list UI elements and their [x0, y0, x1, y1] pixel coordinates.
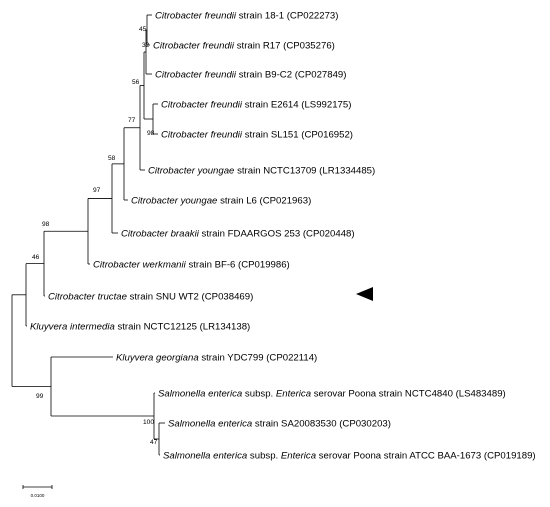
leaf-strain-text: serovar Poona strain NCTC4840 (LS483489)	[311, 388, 506, 399]
bootstrap-value: 98	[147, 130, 155, 137]
leaf-species-name: Citrobacter youngae	[148, 165, 234, 176]
leaf-species-name: Kluyvera georgiana	[116, 352, 199, 363]
leaf-species-name: Citrobacter tructae	[48, 291, 127, 302]
leaf-species-name: Citrobacter freundii	[155, 10, 237, 21]
leaf-label: Citrobacter freundii strain B9-C2 (CP027…	[155, 69, 346, 80]
bootstrap-value: 47	[150, 439, 158, 446]
leaf-labels: Citrobacter freundii strain 18-1 (CP0222…	[30, 10, 536, 461]
leaf-strain-text: subsp.	[242, 388, 276, 399]
leaf-strain-text: subsp.	[247, 450, 281, 461]
leaf-label: Kluyvera georgiana strain YDC799 (CP0221…	[116, 352, 317, 363]
leaf-species-name: Enterica	[276, 388, 311, 399]
scale-bar-label: 0.0100	[31, 493, 45, 498]
bootstrap-value: 97	[93, 187, 101, 194]
leaf-strain-text: serovar Poona strain ATCC BAA-1673 (CP01…	[316, 450, 536, 461]
leaf-strain-text: strain L6 (CP021963)	[217, 195, 311, 206]
leaf-species-name: Kluyvera intermedia	[30, 321, 115, 332]
leaf-species-name: Salmonella enterica	[168, 418, 252, 429]
bootstrap-value: 58	[108, 155, 116, 162]
leaf-strain-text: strain R17 (CP035276)	[234, 40, 335, 51]
leaf-species-name: Citrobacter freundii	[161, 129, 243, 140]
leaf-label: Salmonella enterica subsp. Enterica sero…	[163, 450, 536, 461]
bootstrap-value: 100	[143, 419, 154, 426]
leaf-label: Salmonella enterica subsp. Enterica sero…	[158, 388, 506, 399]
scale-bar: 0.0100	[22, 485, 53, 498]
leaf-species-name: Citrobacter werkmanii	[93, 259, 187, 270]
leaf-label: Citrobacter youngae strain NCTC13709 (LR…	[148, 165, 375, 176]
leaf-strain-text: strain 18-1 (CP022273)	[236, 10, 338, 21]
leaf-strain-text: strain B9-C2 (CP027849)	[236, 69, 346, 80]
leaf-strain-text: strain BF-6 (CP019986)	[186, 259, 290, 270]
leaf-species-name: Citrobacter freundii	[153, 40, 235, 51]
leaf-strain-text: strain E2614 (LS992175)	[242, 99, 351, 110]
leaf-strain-text: strain SL151 (CP016952)	[242, 129, 353, 140]
leaf-label: Citrobacter freundii strain R17 (CP03527…	[153, 40, 335, 51]
leaf-label: Citrobacter tructae strain SNU WT2 (CP03…	[48, 291, 253, 302]
leaf-species-name: Salmonella enterica	[163, 450, 247, 461]
bootstrap-value: 98	[42, 221, 50, 228]
leaf-strain-text: strain FDAARGOS 253 (CP020448)	[199, 228, 355, 239]
leaf-strain-text: strain SNU WT2 (CP038469)	[127, 291, 253, 302]
bootstrap-value: 56	[132, 79, 140, 86]
leaf-strain-text: strain YDC799 (CP022114)	[199, 352, 318, 363]
leaf-label: Citrobacter freundii strain SL151 (CP016…	[161, 129, 353, 140]
leaf-label: Citrobacter youngae strain L6 (CP021963)	[131, 195, 311, 206]
leaf-strain-text: strain SA20083530 (CP030203)	[252, 418, 391, 429]
leaf-label: Citrobacter freundii strain 18-1 (CP0222…	[155, 10, 338, 21]
bootstrap-value: 32	[142, 42, 150, 49]
leaf-species-name: Citrobacter braakii	[121, 228, 200, 239]
bootstrap-value: 99	[36, 393, 44, 400]
leaf-species-name: Enterica	[281, 450, 316, 461]
highlight-arrow-icon	[356, 287, 373, 301]
leaf-species-name: Salmonella enterica	[158, 388, 242, 399]
bootstrap-value: 45	[139, 26, 147, 33]
leaf-species-name: Citrobacter freundii	[161, 99, 243, 110]
leaf-species-name: Citrobacter freundii	[155, 69, 237, 80]
leaf-label: Citrobacter braakii strain FDAARGOS 253 …	[121, 228, 355, 239]
leaf-label: Kluyvera intermedia strain NCTC12125 (LR…	[30, 321, 250, 332]
leaf-label: Salmonella enterica strain SA20083530 (C…	[168, 418, 391, 429]
leaf-label: Citrobacter freundii strain E2614 (LS992…	[161, 99, 351, 110]
leaf-strain-text: strain NCTC12125 (LR134138)	[115, 321, 250, 332]
bootstrap-value: 46	[32, 254, 40, 261]
leaf-label: Citrobacter werkmanii strain BF-6 (CP019…	[93, 259, 290, 270]
tree-branches	[11, 14, 165, 456]
bootstrap-values: 45 32 56 98 77 58 97 98 46 99 100 47	[32, 26, 158, 446]
bootstrap-value: 77	[128, 117, 136, 124]
leaf-species-name: Citrobacter youngae	[131, 195, 217, 206]
leaf-strain-text: strain NCTC13709 (LR1334485)	[234, 165, 375, 176]
